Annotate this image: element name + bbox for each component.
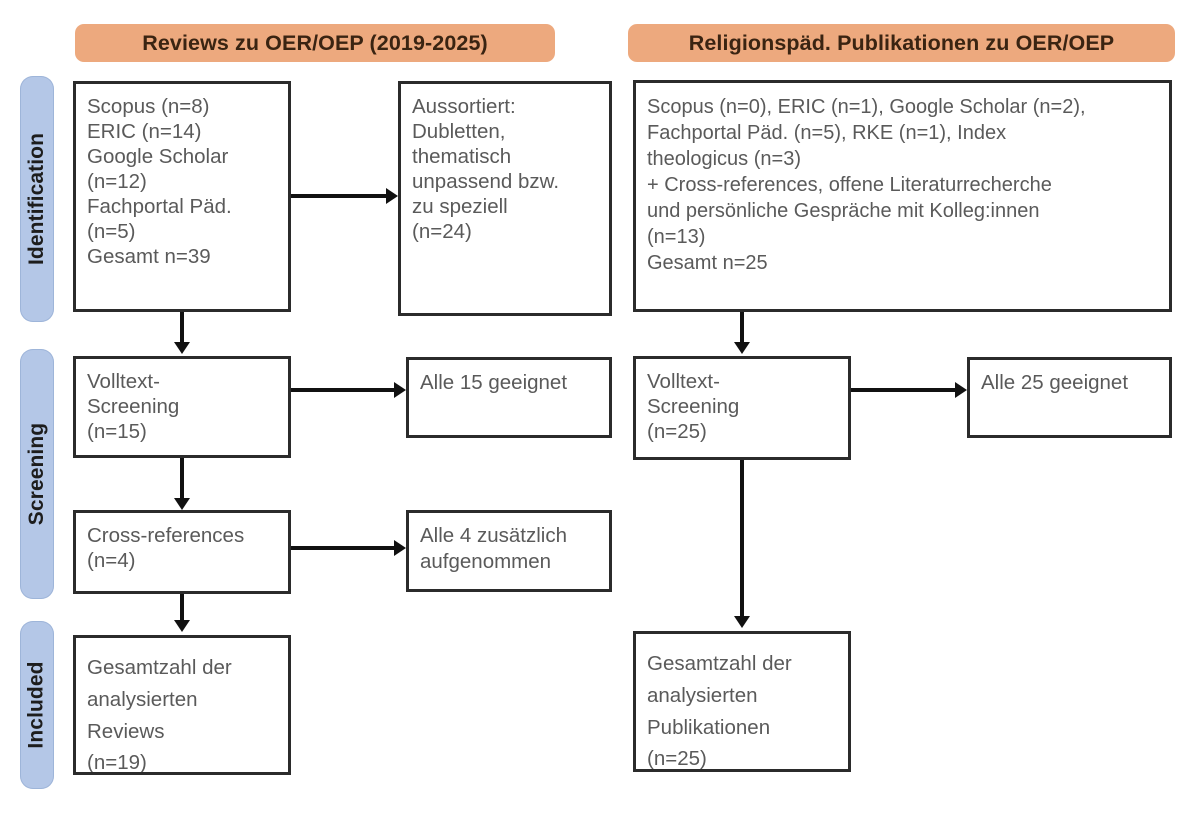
phase-label-included: Included [20,621,54,789]
connector-left-sources-to-excluded [291,194,386,198]
box-left-cross-references: Cross-references (n=4) [73,510,291,594]
connector-right-screening-to-included [740,460,744,618]
arrowhead-left-sources-to-screening [174,342,190,354]
column-header-reviews-text: Reviews zu OER/OEP (2019-2025) [142,30,488,55]
box-left-all-eligible: Alle 15 geeignet [406,357,612,438]
column-header-religionspaed-text: Religionspäd. Publikationen zu OER/OEP [688,30,1115,55]
arrowhead-right-screening-to-eligible [955,382,967,398]
connector-left-screening-to-eligible [291,388,394,392]
arrowhead-left-screening-to-crossrefs [174,498,190,510]
phase-label-screening-text: Screening [25,422,48,526]
arrowhead-left-crossrefs-to-added [394,540,406,556]
phase-label-identification-text: Identification [25,132,49,266]
column-header-reviews: Reviews zu OER/OEP (2019-2025) [75,24,555,62]
box-left-fulltext-screening: Volltext- Screening (n=15) [73,356,291,458]
arrowhead-left-crossrefs-to-included [174,620,190,632]
arrowhead-right-screening-to-included [734,616,750,628]
box-right-identification-sources: Scopus (n=0), ERIC (n=1), Google Scholar… [633,80,1172,312]
connector-right-screening-to-eligible [851,388,955,392]
box-right-all-eligible: Alle 25 geeignet [967,357,1172,438]
connector-right-sources-to-screening [740,312,744,344]
connector-left-crossrefs-to-included [180,594,184,622]
connector-left-screening-to-crossrefs [180,458,184,500]
box-left-included-total: Gesamtzahl der analysierten Reviews (n=1… [73,635,291,775]
phase-label-identification: Identification [20,76,54,322]
column-header-religionspaed: Religionspäd. Publikationen zu OER/OEP [628,24,1175,62]
phase-label-screening: Screening [20,349,54,599]
connector-left-sources-to-screening [180,312,184,344]
phase-label-included-text: Included [25,661,49,749]
box-left-all-added: Alle 4 zusätzlich aufgenommen [406,510,612,592]
box-right-included-total: Gesamtzahl der analysierten Publikatione… [633,631,851,772]
arrowhead-left-sources-to-excluded [386,188,398,204]
arrowhead-right-sources-to-screening [734,342,750,354]
box-right-fulltext-screening: Volltext- Screening (n=25) [633,356,851,460]
connector-left-crossrefs-to-added [291,546,394,550]
arrowhead-left-screening-to-eligible [394,382,406,398]
box-left-excluded: Aussortiert: Dubletten, thematisch unpas… [398,81,612,316]
box-left-identification-sources: Scopus (n=8) ERIC (n=14) Google Scholar … [73,81,291,312]
